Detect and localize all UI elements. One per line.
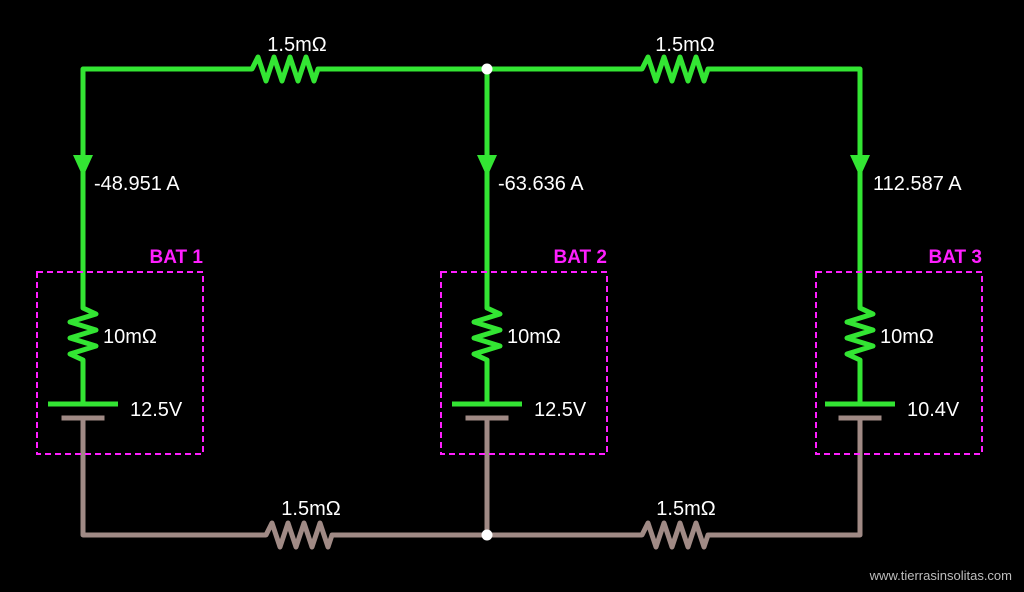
- junction-node-top: [481, 63, 493, 75]
- bottom-wire-left: [80, 415, 490, 550]
- bat2-name: BAT 2: [554, 247, 607, 268]
- bat3-resistor: [844, 300, 876, 404]
- top-wire-left: [80, 54, 490, 303]
- arrow-down-icon: [477, 155, 497, 177]
- battery-boxes: [36, 271, 983, 455]
- bat1-name: BAT 1: [150, 247, 204, 268]
- bat1-internal-resistance: 10mΩ: [103, 326, 157, 348]
- arrow-down-icon: [850, 155, 870, 177]
- bat3-name: BAT 3: [929, 247, 982, 268]
- branch1-current: -48.951 A: [94, 173, 180, 195]
- top-resistor-label-left: 1.5mΩ: [267, 34, 326, 56]
- bat3-voltage: 10.4V: [907, 399, 960, 421]
- bottom-wire-right: [484, 415, 863, 550]
- bat2-internal-resistance: 10mΩ: [507, 326, 561, 348]
- bat3-internal-resistance: 10mΩ: [880, 326, 934, 348]
- top-resistor-label-right: 1.5mΩ: [655, 34, 714, 56]
- current-arrows: [73, 155, 870, 177]
- bottom-bus: [61, 415, 882, 550]
- junction-node-bottom: [481, 529, 493, 541]
- top-bus: [80, 54, 863, 303]
- bat2-voltage: 12.5V: [534, 399, 587, 421]
- watermark: www.tierrasinsolitas.com: [869, 568, 1012, 583]
- bottom-resistor-label-left: 1.5mΩ: [281, 498, 340, 520]
- bat2-resistor: [471, 300, 503, 404]
- battery-internals: [48, 300, 895, 407]
- bat3-box: [815, 271, 983, 455]
- bat1-resistor: [67, 300, 99, 404]
- branch3-current: 112.587 A: [873, 173, 962, 195]
- bat1-voltage: 12.5V: [130, 399, 183, 421]
- top-wire-right: [484, 54, 863, 303]
- arrow-down-icon: [73, 155, 93, 177]
- bottom-resistor-label-right: 1.5mΩ: [656, 498, 715, 520]
- branch2-current: -63.636 A: [498, 173, 584, 195]
- bat1-box: [36, 271, 204, 455]
- bat2-box: [440, 271, 608, 455]
